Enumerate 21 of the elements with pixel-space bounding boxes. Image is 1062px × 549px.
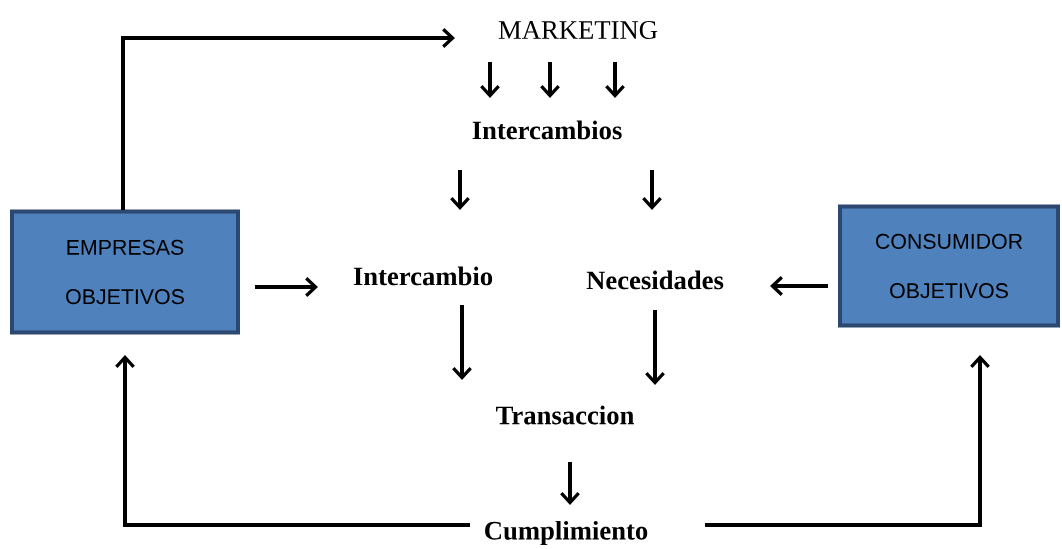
process-box: CONSUMIDOR OBJETIVOS xyxy=(838,204,1060,328)
arrow xyxy=(705,355,990,527)
text-label: Cumplimiento xyxy=(485,520,648,546)
text-label: Transaccion xyxy=(496,405,634,425)
arrow xyxy=(115,355,470,527)
text-label: Intercambio xyxy=(353,266,493,286)
text-label: MARKETING xyxy=(498,21,658,39)
text-label: Intercambios xyxy=(472,120,622,140)
arrow xyxy=(255,277,318,297)
process-box: EMPRESAS OBJETIVOS xyxy=(10,209,240,335)
arrow xyxy=(560,462,580,505)
arrow xyxy=(642,170,662,210)
arrow xyxy=(452,305,472,380)
arrow xyxy=(645,310,665,385)
arrow xyxy=(450,170,470,210)
arrow xyxy=(480,62,500,98)
arrow xyxy=(770,276,828,296)
text-label: Necesidades xyxy=(586,270,724,290)
arrow xyxy=(121,28,455,210)
arrow xyxy=(540,62,560,98)
arrow xyxy=(605,62,625,98)
